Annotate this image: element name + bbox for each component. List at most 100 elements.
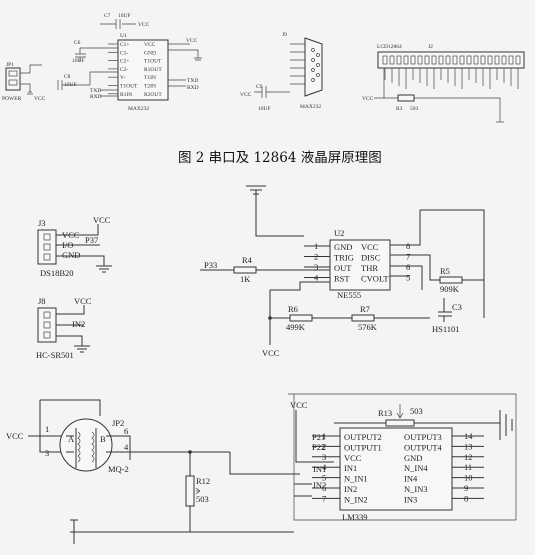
lm339-pin-right: IN3 (404, 494, 417, 504)
lm339-net-in1: IN1 (313, 464, 326, 474)
lm339-pin-right: N_IN3 (404, 484, 428, 494)
lcd-pin (396, 55, 402, 65)
r7-ref: R7 (360, 304, 370, 314)
u2-pin-num-right: 6 (406, 262, 410, 272)
r6-value: 499K (286, 322, 306, 332)
lm339-pin-left: N_IN1 (344, 474, 368, 484)
lcd-pin (445, 55, 451, 65)
power-ref: JP1 (6, 62, 14, 68)
lm339-pin-left: OUTPUT2 (344, 432, 382, 442)
lcd-pin (410, 55, 416, 65)
jp2-ref: JP2 (112, 418, 124, 428)
lcd-pin (515, 55, 521, 65)
lcd-conn: J2 (428, 44, 433, 50)
power-connector: JP1 POWER VCC (2, 62, 46, 102)
lcd-pin (508, 55, 514, 65)
lcd-ref: LCD12864 (377, 44, 402, 50)
u1-pin-right: T2IN (144, 84, 156, 90)
c8-ref: C8 (64, 74, 71, 80)
lm339-part: LM339 (342, 512, 368, 522)
capacitor-c8: C8 10UF (57, 71, 118, 90)
j3-part: DS18B20 (40, 268, 74, 278)
r3-value: 503 (410, 106, 419, 112)
lcd-pin (473, 55, 479, 65)
c9-value: 10UF (258, 106, 271, 112)
lm339-pin-left: IN2 (344, 484, 357, 494)
u1-part: MAX232 (128, 106, 149, 112)
lcd-pin (501, 55, 507, 65)
lcd-pin (431, 55, 437, 65)
r12-value: 503 (196, 494, 209, 504)
r3-ref: R3 (396, 106, 403, 112)
u2-pin-left: GND (334, 242, 352, 252)
u2-pin-num-right: 7 (406, 252, 410, 262)
j9-part: MAX232 (300, 104, 321, 110)
lm339-pin-left: N_IN2 (344, 494, 368, 504)
lcd-pin (466, 55, 472, 65)
u1-net-txd: TXD (90, 88, 101, 94)
u1-net-rxd-r: RXD (187, 85, 199, 91)
u1-pin-left: R1IN (120, 92, 132, 98)
u2-ref: U2 (334, 228, 344, 238)
j8-part: HC-SR501 (36, 350, 74, 360)
mq2-pin-4: 4 (124, 442, 129, 452)
c6-value: 10UF (72, 58, 85, 64)
lcd12864-connector: LCD12864 J2 VCC R3 503 (362, 44, 525, 123)
c7-vcc: VCC (138, 22, 150, 28)
u2-part: NE555 (337, 290, 361, 300)
mq2-part: MQ-2 (108, 464, 129, 474)
r4-value: 1K (240, 274, 251, 284)
j8-net-in2: IN2 (72, 319, 85, 329)
u1-net-rxd: RXD (90, 94, 102, 100)
ne555-vcc: VCC (262, 348, 280, 358)
u2-pin-right: VCC (361, 242, 379, 252)
capacitor-c7: C7 10UF VCC (100, 13, 150, 29)
mq2-pin-1: 1 (45, 424, 49, 434)
power-name: POWER (2, 96, 22, 102)
mq2-pin-3: 3 (45, 448, 49, 458)
lcd-pin (382, 55, 388, 65)
r4-ref: R4 (242, 255, 253, 265)
lcd-pin (424, 55, 430, 65)
mq2-sensor: VCC 1 3 A B JP2 6 4 MQ-2 R12 503 (6, 399, 300, 544)
u2-pin-right: DISC (361, 253, 381, 263)
j3-ref: J3 (38, 218, 46, 228)
lcd-pin (494, 55, 500, 65)
lm339-pin-right: IN4 (404, 474, 418, 484)
lm339-pin-right: OUTPUT3 (404, 432, 442, 442)
u1-net-vcc: VCC (186, 38, 198, 44)
u1-pin-right: T1IN (144, 75, 156, 81)
lcd-pin (459, 55, 465, 65)
lm339-pin-right: GND (404, 453, 422, 463)
lcd-pin (389, 55, 395, 65)
j3-net-vcc: VCC (93, 215, 111, 225)
u1-pin-right: GND (144, 50, 156, 56)
j9-ref: J9 (282, 32, 287, 38)
u1-pin-left: V- (120, 75, 125, 81)
r13-value: 503 (410, 406, 423, 416)
lcd-pin (403, 55, 409, 65)
u1-pin-left: C2- (120, 67, 128, 73)
c9-ref: C9 (256, 84, 263, 90)
u1-net-txd-r: TXD (187, 78, 198, 84)
u1-pin-right: R1OUT (144, 67, 162, 73)
lm339-pin-left: VCC (344, 453, 362, 463)
c9-vcc: VCC (240, 92, 252, 98)
lcd-pin (480, 55, 486, 65)
ds18b20-j3: J3 VCC I/O GND VCC P37 DS18B20 (37, 215, 112, 278)
mq2-letter-a: A (68, 434, 75, 444)
lm339-circuit: VCC R13 503 OUTPUT21OUTPUT12VCC3IN14N_IN… (288, 393, 517, 522)
j8-ref: J8 (38, 296, 46, 306)
r12-ref: R12 (196, 476, 210, 486)
lcd-pin (487, 55, 493, 65)
lm339-vcc: VCC (290, 400, 308, 410)
lm339-pin-right: N_IN4 (404, 463, 428, 473)
c3-ref: C3 (452, 302, 462, 312)
r7-value: 576K (358, 322, 378, 332)
p33-label: P33 (204, 260, 217, 270)
u2-pin-num-right: 8 (406, 241, 410, 251)
u2-pin-right: THR (361, 263, 378, 273)
c6-ref: C6 (74, 40, 81, 46)
